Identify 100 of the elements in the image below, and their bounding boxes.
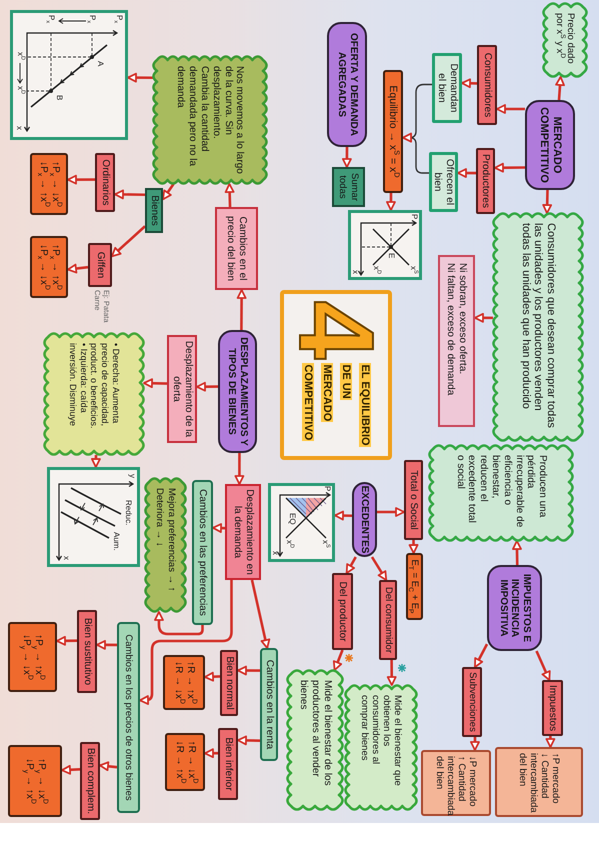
axis-label: x: [15, 126, 24, 130]
concept-card: [167, 335, 197, 443]
axis-label: x: [271, 551, 280, 555]
formula-card: [165, 733, 205, 791]
arrow: [546, 736, 556, 748]
note-text: • Derecha: Aumenta precio de capacidad, product. o beneficios.: [88, 343, 121, 431]
concept-card: [117, 622, 140, 813]
axis-label: P: [323, 486, 332, 492]
note-text: ↑P mercado: [550, 753, 562, 804]
cloud-note: [345, 685, 417, 810]
concept-card: [429, 152, 458, 212]
formula-card: [163, 655, 205, 710]
curve-label: Reduc.: [124, 500, 133, 526]
arrow: [236, 289, 246, 330]
concept-text: Bienes: [148, 195, 160, 226]
point-label: E: [387, 253, 396, 258]
cloud-note: [543, 3, 587, 77]
graph-drawing: [10, 10, 128, 140]
arrow: [67, 174, 95, 185]
concept-text: Bien complem.: [84, 748, 96, 814]
concept-text: Desplazamiento de la oferta: [170, 340, 194, 438]
topic-label: MERCADO COMPETITIVO: [537, 106, 563, 185]
note-text: ↓ Cantidad intercambiada del bien: [516, 753, 550, 813]
note-text: Mide el bienestar de los productores al vender bienes: [297, 680, 333, 788]
curved-arrow: [139, 580, 233, 705]
concept-text: Giffen: [94, 252, 106, 278]
note-text: • Izquierda: caída inversión. Disminuye: [67, 343, 89, 428]
arrow: [237, 666, 260, 676]
note-text: Ni faltan, exceso de demanda: [444, 263, 456, 396]
topic-label: DESPLAZAMIENTOS Y TIPOS DE BIENES: [226, 336, 250, 448]
arrow: [127, 72, 153, 83]
arrow: [386, 660, 397, 686]
note-text: ↑ Cantidad intercambiada del bien: [434, 756, 468, 816]
arrow: [332, 650, 344, 671]
concept-text: Productores: [480, 154, 492, 208]
cloud-note: [145, 478, 186, 612]
concept-card: [404, 460, 423, 540]
concept-card: [260, 648, 278, 761]
arrow: [204, 748, 218, 758]
result-card: [421, 750, 491, 816]
cloud-note: [429, 445, 573, 541]
note-card: [438, 255, 475, 427]
concept-text: Total o Social: [408, 470, 420, 530]
note-text: Producen una pérdida irrecuperable de eficiencia o bienestar, reducen el excedente total o social: [454, 455, 548, 530]
arrow: [196, 382, 218, 392]
formula-card: [406, 553, 423, 620]
arrow: [386, 193, 396, 211]
concept-text: Cambios en los precios de otros bienes: [122, 634, 134, 801]
concept-card: [95, 153, 115, 212]
concept-text: Cambios en las preferencias: [196, 489, 208, 616]
formula-card: [30, 236, 68, 298]
arrow: [67, 264, 88, 274]
concept-card: [476, 148, 495, 214]
concept-text: Cambios en el precio del bien: [224, 214, 248, 284]
note-text: Deteriora → ↓: [154, 488, 166, 549]
arrow: [470, 737, 480, 751]
arrow: [370, 556, 388, 581]
concept-card: [145, 188, 163, 233]
graph-drawing: [348, 210, 422, 280]
topic-bubble: [218, 330, 257, 453]
arrow: [512, 540, 522, 566]
arrow: [91, 454, 101, 468]
arrow: [204, 672, 220, 682]
topic-label: IMPUESTOS E INCIDENCIA IMPOSITIVA: [496, 572, 532, 644]
concept-text: Impuestos: [546, 684, 558, 732]
concept-card: [432, 53, 462, 123]
cloud-note: [287, 670, 343, 810]
concept-card: [77, 610, 97, 693]
note-text: Mide el bienestar que obtienen los consumidores al comprar bienes: [358, 695, 404, 788]
arrow: [494, 162, 526, 173]
concept-card: [225, 484, 261, 580]
concept-card: [477, 45, 497, 125]
title-card: [280, 290, 392, 460]
topic-bubble: [525, 100, 575, 190]
concept-card: [332, 167, 365, 207]
formula-card: [8, 622, 57, 692]
arrow: [143, 378, 168, 388]
concept-card: [462, 667, 482, 737]
arrow: [555, 76, 565, 100]
result-card: [495, 747, 583, 817]
axis-label: y: [128, 474, 137, 478]
note-text: Mejora preferencias → ↑: [166, 488, 177, 594]
arrow: [114, 190, 146, 200]
arrow: [535, 650, 551, 681]
topic-bubble: [352, 482, 377, 557]
topic-bubble: [327, 22, 367, 147]
concept-card: [215, 207, 258, 290]
concept-text: Sumar todas: [337, 172, 360, 202]
concept-card: [332, 573, 353, 650]
formula-card: [8, 745, 62, 817]
concept-card: [542, 680, 563, 736]
concept-card: [379, 580, 397, 660]
arrow: [496, 104, 525, 114]
arrow: [334, 510, 352, 520]
point-label: A: [96, 61, 105, 66]
concept-text: Del productor: [336, 581, 348, 642]
arrow: [342, 147, 352, 168]
arrow: [99, 761, 118, 772]
concept-card: [220, 650, 238, 716]
concept-text: Del consumidor: [382, 587, 394, 653]
